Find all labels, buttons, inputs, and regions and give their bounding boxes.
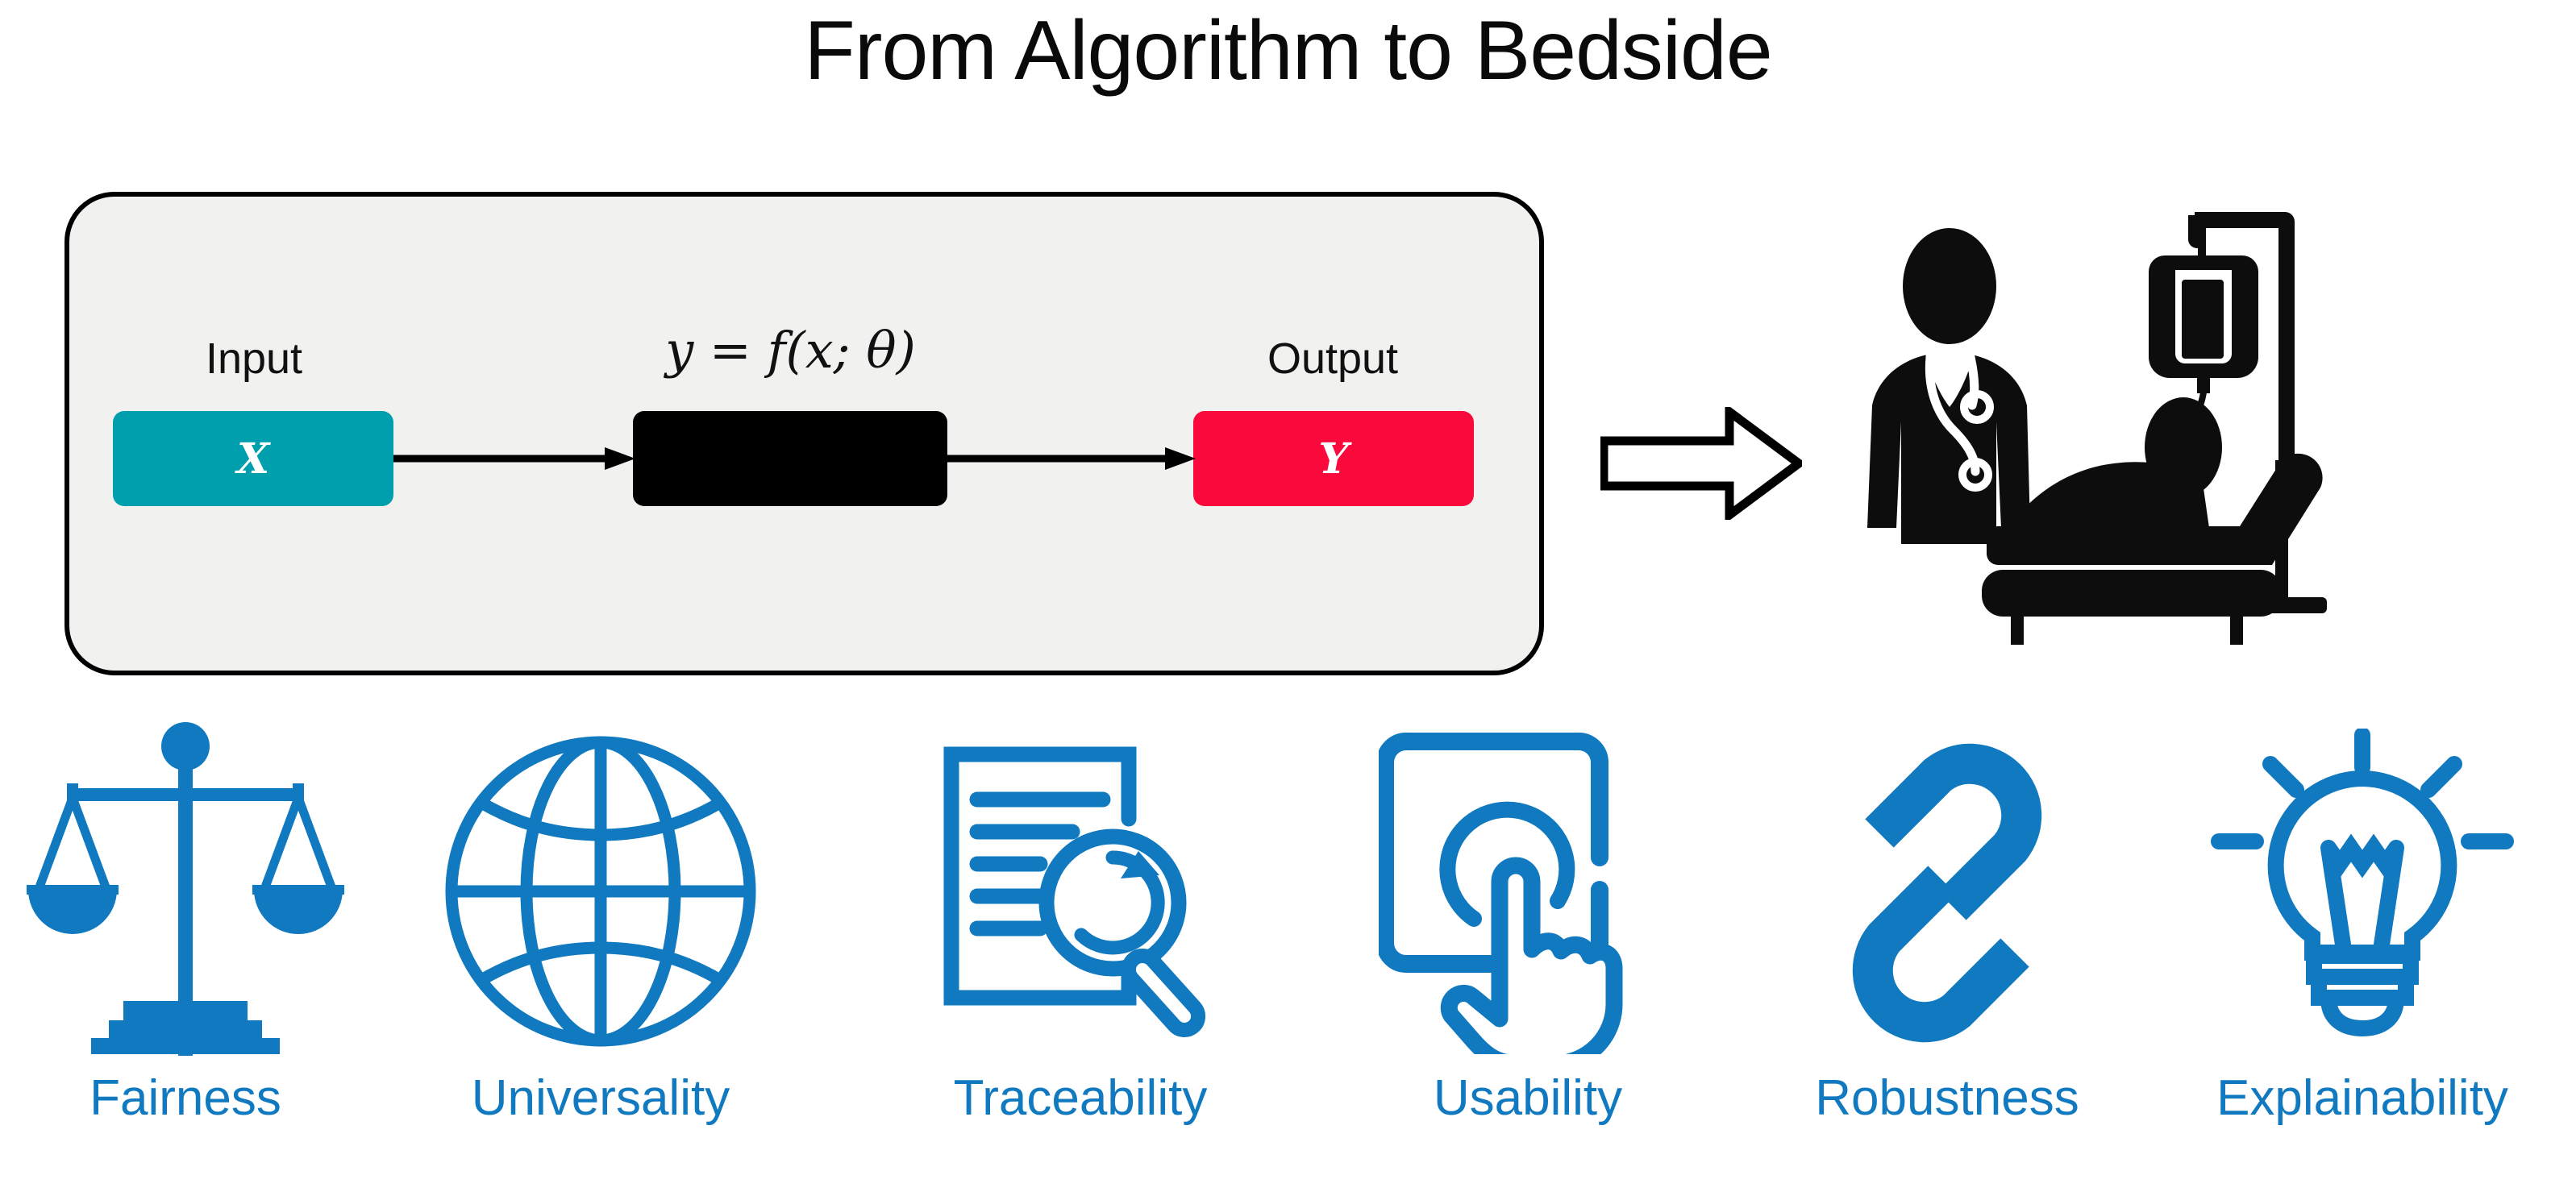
arrow-right-icon — [393, 447, 635, 470]
principle-fairness[interactable]: Fairness — [0, 709, 371, 1196]
output-box-value: Y — [1318, 434, 1349, 484]
principle-label: Universality — [471, 1070, 730, 1126]
input-stage-label: Input — [205, 334, 303, 383]
globe-icon — [445, 736, 756, 1047]
principle-robustness[interactable]: Robustness — [1721, 709, 2173, 1196]
hollow-arrow-right-icon — [1600, 407, 1802, 520]
clinician-at-bedside-illustration — [1867, 212, 2327, 645]
principle-traceability[interactable]: Traceability — [851, 709, 1310, 1196]
principle-label: Usability — [1433, 1070, 1623, 1126]
principle-explainability[interactable]: Explainability — [2149, 709, 2576, 1196]
principle-label: Robustness — [1815, 1070, 2079, 1126]
model-formula-label: y = f(x; θ) — [665, 321, 916, 380]
principle-label: Traceability — [953, 1070, 1208, 1126]
input-box: X — [113, 411, 393, 506]
principle-usability[interactable]: Usability — [1322, 709, 1733, 1196]
document-magnifier-icon — [943, 746, 1206, 1037]
principle-universality[interactable]: Universality — [371, 709, 830, 1196]
arrow-right-icon — [947, 447, 1196, 470]
output-stage-label: Output — [1267, 334, 1399, 383]
principle-label: Explainability — [2216, 1070, 2508, 1126]
model-box — [633, 411, 947, 506]
touchscreen-hand-icon — [1379, 733, 1623, 1054]
balance-scale-icon — [27, 722, 344, 1056]
principle-label: Fairness — [89, 1070, 281, 1126]
page-title: From Algorithm to Bedside — [804, 4, 1772, 98]
principles-row: Fairness Universality — [0, 709, 2576, 1196]
output-box: Y — [1193, 411, 1474, 506]
input-box-value: X — [236, 434, 270, 484]
lightbulb-icon — [2211, 729, 2514, 1037]
chain-link-icon — [1852, 743, 2042, 1043]
